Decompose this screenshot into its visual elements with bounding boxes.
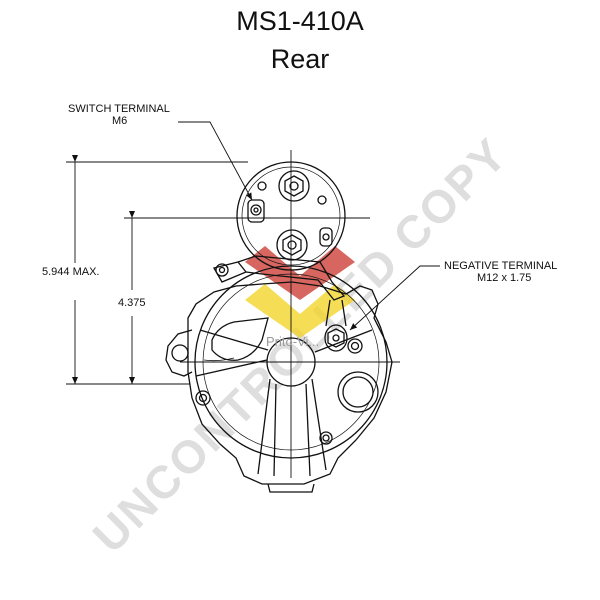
top-terminal-washer bbox=[278, 170, 310, 202]
left-mounting-ear bbox=[165, 329, 193, 377]
view-title: Rear bbox=[270, 44, 330, 74]
logo-yellow-chevron bbox=[245, 284, 355, 338]
bolt-hole-bottom bbox=[319, 431, 333, 445]
part-number-title: MS1-410A bbox=[236, 6, 364, 36]
left-mounting-hole bbox=[171, 344, 189, 362]
negative-terminal-leader bbox=[349, 265, 440, 331]
central-boss bbox=[266, 337, 316, 387]
switch-terminal-label: SWITCH TERMINAL bbox=[68, 103, 170, 115]
negative-terminal-label: NEGATIVE TERMINAL bbox=[444, 260, 558, 272]
pocket-edge bbox=[203, 357, 235, 362]
center-height-dimension: 4.375 bbox=[118, 297, 146, 309]
switch-terminal-leader bbox=[178, 121, 253, 201]
negative-terminal-thread: M12 x 1.75 bbox=[477, 272, 532, 284]
bolt-hole-right-inner bbox=[350, 341, 360, 351]
solenoid-cap-outline bbox=[236, 161, 346, 271]
negative-terminal-nut bbox=[327, 328, 345, 348]
top-terminal-stud bbox=[289, 181, 299, 191]
cap-screw-left bbox=[257, 181, 267, 191]
bolt-hole-left-inner bbox=[198, 393, 208, 403]
right-bore-inner bbox=[342, 376, 374, 408]
rib-5 bbox=[195, 359, 268, 377]
housing-bottom-lip bbox=[267, 483, 315, 493]
overall-height-dimension: 5.944 MAX. bbox=[42, 266, 100, 278]
rib-4 bbox=[311, 378, 327, 471]
upper-left-pocket bbox=[211, 317, 269, 361]
brand-logo-text: Prito-Vi... bbox=[266, 334, 320, 349]
solenoid-cap-inner-rim bbox=[241, 166, 341, 266]
rib-2 bbox=[273, 383, 277, 477]
right-bore-outer bbox=[337, 371, 379, 413]
housing-pilot-ring bbox=[194, 265, 388, 459]
switch-terminal-lug bbox=[247, 199, 265, 223]
rib-6 bbox=[199, 329, 269, 351]
switch-terminal-nut bbox=[250, 204, 262, 216]
negative-terminal-callout: NEGATIVE TERMINAL M12 x 1.75 bbox=[444, 260, 557, 284]
bolt-hole-right bbox=[347, 338, 363, 354]
bolt-hole-left bbox=[195, 390, 211, 406]
top-terminal-nut bbox=[284, 175, 304, 197]
solenoid-bracket bbox=[237, 255, 346, 301]
lower-terminal-stud bbox=[287, 240, 297, 250]
connector-bolt-center bbox=[218, 266, 226, 274]
housing-pilot-ring-inner bbox=[202, 273, 380, 451]
drive-end-housing-outline bbox=[187, 281, 393, 485]
negative-terminal-washer bbox=[324, 324, 348, 352]
switch-terminal-callout: SWITCH TERMINAL M6 bbox=[68, 103, 170, 127]
bolt-hole-bottom-inner bbox=[322, 434, 330, 442]
lower-terminal-nut bbox=[282, 234, 302, 256]
switch-terminal-thread: M6 bbox=[112, 115, 128, 127]
connector-bolt bbox=[215, 263, 229, 277]
negative-terminal-cable bbox=[325, 299, 347, 327]
negative-terminal-stud bbox=[332, 334, 340, 342]
switch-terminal-stud bbox=[253, 207, 259, 213]
cap-screw-right bbox=[317, 195, 327, 205]
right-small-terminal-lug bbox=[319, 227, 333, 247]
right-small-terminal-stud bbox=[322, 233, 330, 241]
logo-red-chevron bbox=[245, 246, 355, 300]
brand-logo-watermark bbox=[245, 246, 355, 338]
rib-1 bbox=[257, 378, 271, 475]
rib-3 bbox=[305, 383, 311, 477]
